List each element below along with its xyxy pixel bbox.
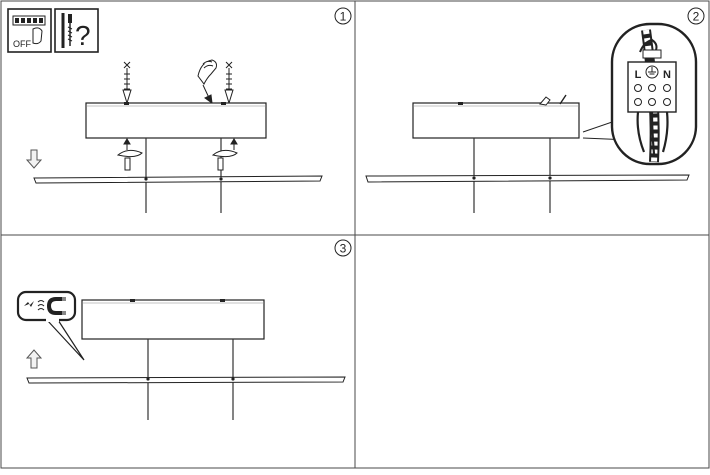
terminal-live-label: L xyxy=(635,69,642,81)
ceiling-panel-3 xyxy=(26,376,346,384)
arrow-up-icon xyxy=(25,349,43,369)
screw-wall-question-icon: ? xyxy=(54,8,99,53)
wire-clip-left xyxy=(116,138,143,171)
lamp-box-1 xyxy=(85,102,267,139)
step-number-badge-3 xyxy=(334,239,352,257)
breaker-off-icon: OFF xyxy=(7,8,52,53)
lamp-box-2 xyxy=(412,94,580,139)
ground-symbol-icon xyxy=(645,65,659,79)
hand-icon xyxy=(197,59,217,105)
step-number-badge-2 xyxy=(687,7,705,25)
panel-3: 3 xyxy=(16,239,352,420)
magnet-callout xyxy=(16,290,85,361)
question-mark: ? xyxy=(75,20,91,51)
magnet-icon xyxy=(46,297,66,315)
step-number-1: 1 xyxy=(340,10,347,24)
panel-1: 1 OFF ? xyxy=(7,7,352,213)
panel-2: 2 L N xyxy=(365,7,705,213)
step-number-badge-1 xyxy=(334,7,352,25)
wall-plug-left xyxy=(122,61,132,105)
step-number-3: 3 xyxy=(340,242,347,256)
wire-clip-right xyxy=(211,138,238,171)
step-number-2: 2 xyxy=(693,10,700,24)
off-label: OFF xyxy=(13,39,31,49)
arrow-down-icon xyxy=(25,149,43,169)
lightning-icon xyxy=(24,301,34,307)
wall-plug-right xyxy=(224,61,234,105)
ceiling-panel-2 xyxy=(365,174,690,183)
terminal-block-zoom: L N xyxy=(610,22,698,166)
attraction-waves-icon xyxy=(37,300,45,311)
lamp-box-3 xyxy=(81,299,265,340)
ceiling-panel-1 xyxy=(33,175,323,184)
terminal-neutral-label: N xyxy=(663,69,671,81)
